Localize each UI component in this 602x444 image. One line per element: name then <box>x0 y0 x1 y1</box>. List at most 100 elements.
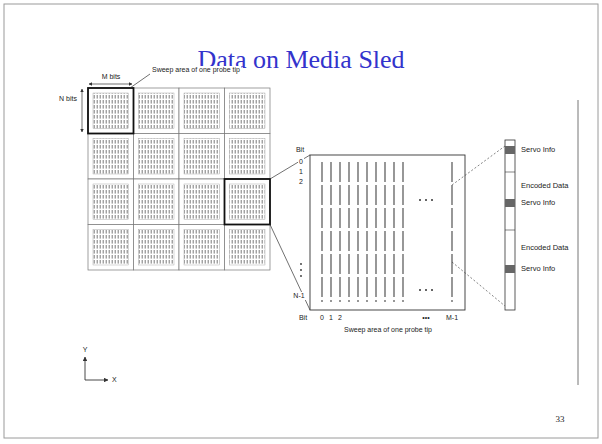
field-label: Encoded Data <box>520 182 570 190</box>
cell-border <box>88 134 134 180</box>
bit-column <box>339 162 340 302</box>
callout-label: Sweep area of one probe tip <box>151 66 241 74</box>
sweep-cell <box>225 225 271 271</box>
field-label: Encoded Data <box>520 244 570 252</box>
cell-border <box>88 88 134 134</box>
bit-index: 0 <box>319 314 325 322</box>
bit-hatch <box>184 230 220 266</box>
strip-divider <box>505 230 515 231</box>
bit-hatch <box>184 139 220 175</box>
sweep-cell <box>225 134 271 180</box>
dimension-label: M bits <box>101 73 122 81</box>
cell-border <box>179 179 225 225</box>
bit-index: N-1 <box>292 292 305 300</box>
sweep-cell <box>179 134 225 180</box>
sweep-cell <box>225 179 271 225</box>
bit-hatch <box>184 184 220 220</box>
ellipsis-dot <box>425 289 427 291</box>
sweep-cell <box>134 134 180 180</box>
column-label: Bit <box>298 314 308 322</box>
cell-border <box>179 134 225 180</box>
sweep-cell <box>134 179 180 225</box>
bit-hatch <box>139 93 175 129</box>
highlighted-cell <box>88 88 134 134</box>
bit-column <box>402 162 403 302</box>
bit-index: 1 <box>328 314 334 322</box>
servo-field <box>505 146 515 154</box>
sweep-cell <box>179 225 225 271</box>
cell-border <box>88 179 134 225</box>
axis-label: Y <box>82 346 89 354</box>
bit-hatch <box>230 93 266 129</box>
n-bits-dimension <box>82 89 83 132</box>
cell-border <box>225 225 271 271</box>
slide-frame <box>4 4 598 438</box>
sweep-cell <box>88 225 134 271</box>
sweep-cell <box>179 88 225 134</box>
row-label: Bit <box>295 146 305 154</box>
bit-column <box>393 162 394 302</box>
bit-hatch <box>230 230 266 266</box>
bit-hatch <box>93 184 129 220</box>
bit-index: 0 <box>298 158 304 166</box>
bit-column <box>330 162 331 302</box>
bit-column <box>375 162 376 302</box>
sweep-cell <box>134 88 180 134</box>
ellipsis-dot <box>431 289 433 291</box>
axis-label: X <box>111 376 118 384</box>
dimension-label: N bits <box>58 95 78 103</box>
sweep-cell <box>88 88 134 134</box>
ellipsis-dot <box>419 289 421 291</box>
cell-border <box>179 225 225 271</box>
ellipsis-dot <box>300 269 302 271</box>
bit-hatch <box>139 184 175 220</box>
bit-columns <box>322 162 452 302</box>
sweep-cell <box>88 179 134 225</box>
ellipsis-dot <box>300 275 302 277</box>
cell-border <box>88 225 134 271</box>
bit-index: M-1 <box>445 314 459 322</box>
cell-border <box>179 88 225 134</box>
page-number: 33 <box>555 415 566 425</box>
cell-border <box>134 88 180 134</box>
sweep-cell <box>134 225 180 271</box>
leader-line <box>130 74 150 88</box>
cell-border <box>225 179 271 225</box>
ellipsis-dot <box>431 199 433 201</box>
bit-index: 2 <box>337 314 343 322</box>
bit-column <box>366 162 367 302</box>
caption-label: Sweep area of one probe tip <box>343 326 433 334</box>
leader-line <box>452 146 505 185</box>
bit-column <box>451 162 452 302</box>
media-grid <box>88 88 270 270</box>
x-axis <box>85 380 108 381</box>
bit-hatch <box>93 93 129 129</box>
field-label: Servo Info <box>520 146 556 154</box>
highlighted-cell <box>225 179 271 225</box>
sweep-cell <box>225 88 271 134</box>
cell-border <box>134 225 180 271</box>
cell-border <box>134 179 180 225</box>
bit-hatch <box>139 139 175 175</box>
bit-hatch <box>93 230 129 266</box>
bit-column <box>348 162 349 302</box>
data-strip <box>505 140 515 310</box>
ellipsis-dot <box>425 199 427 201</box>
cell-border <box>225 88 271 134</box>
m-bits-dimension <box>89 84 132 85</box>
bit-column <box>357 162 358 302</box>
bit-hatch <box>184 93 220 129</box>
cell-border <box>225 134 271 180</box>
sweep-cell <box>88 134 134 180</box>
ellipsis-dot <box>419 199 421 201</box>
cell-border <box>134 134 180 180</box>
field-label: Servo Info <box>520 199 556 207</box>
bit-index: 1 <box>298 168 304 176</box>
bit-column <box>384 162 385 302</box>
bit-hatch <box>93 139 129 175</box>
ellipsis-dot <box>300 263 302 265</box>
strip-divider <box>505 172 515 173</box>
zoom-line <box>270 225 310 311</box>
divider-line <box>578 100 579 385</box>
